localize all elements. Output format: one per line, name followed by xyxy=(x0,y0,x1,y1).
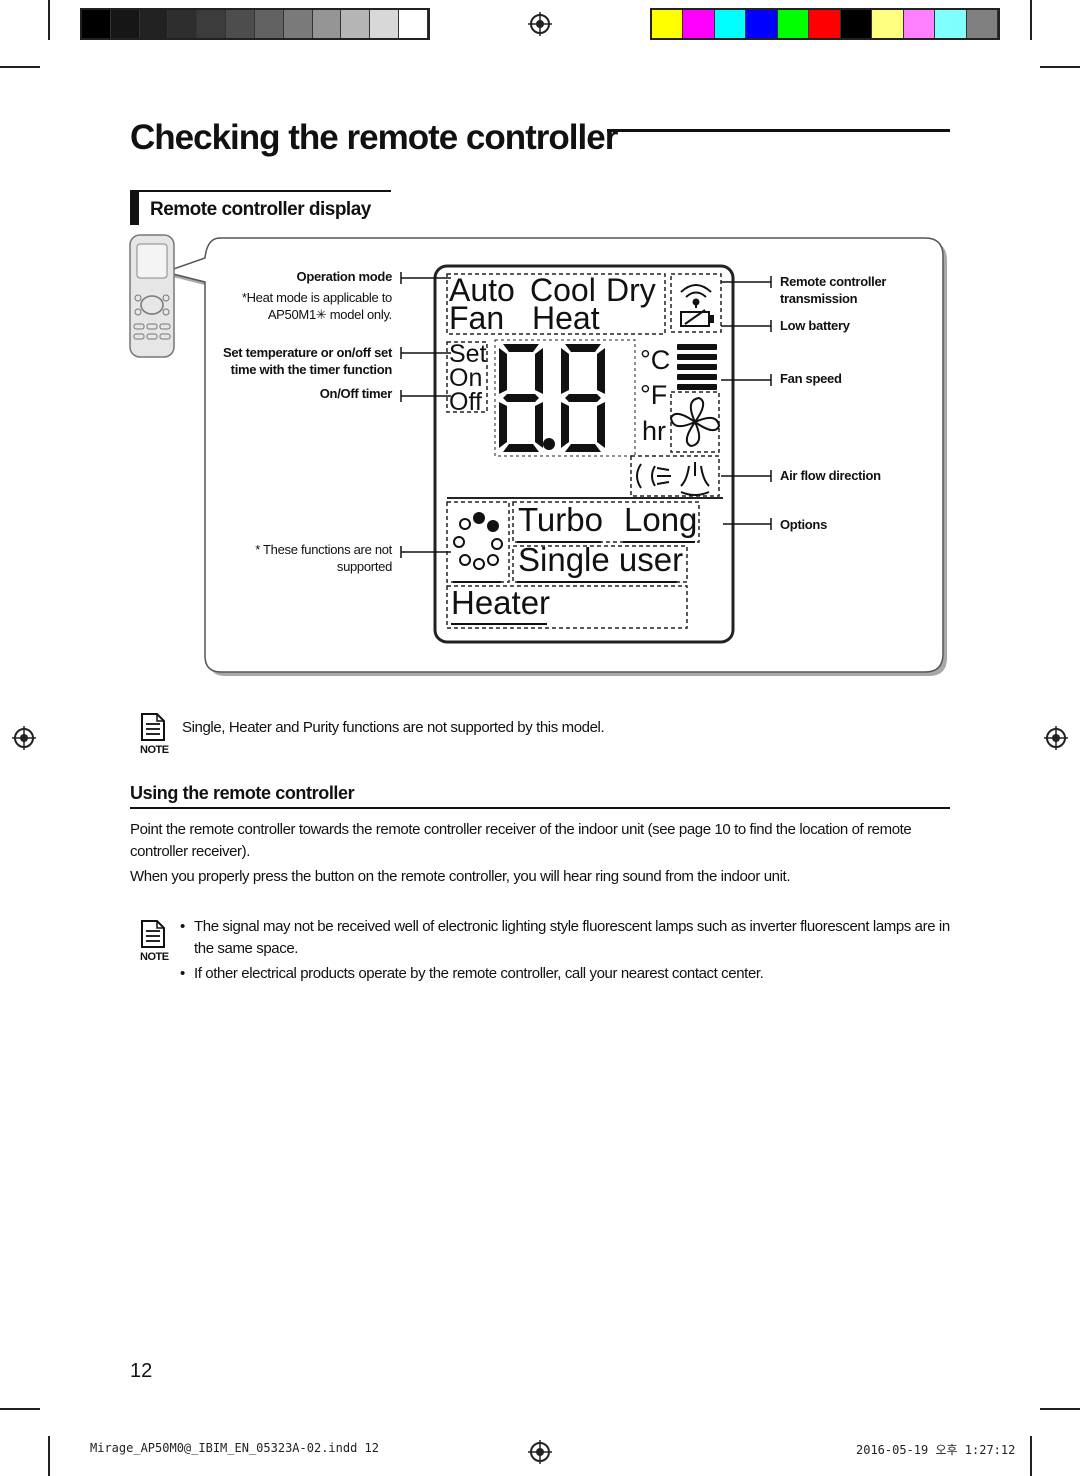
label-low-battery: Low battery xyxy=(780,318,850,333)
note-bullet: • If other electrical products operate b… xyxy=(180,963,950,985)
paragraph: Point the remote controller towards the … xyxy=(130,821,912,860)
subsection-rule xyxy=(130,807,950,809)
color-swatch xyxy=(840,10,873,38)
lcd-off: Off xyxy=(449,388,482,416)
color-swatch xyxy=(652,10,684,38)
label-transmission-2: transmission xyxy=(780,291,858,306)
page-title: Checking the remote controller xyxy=(130,118,618,157)
footer-timestamp: 2016-05-19 오후 1:27:12 xyxy=(856,1443,1016,1457)
registration-mark-icon xyxy=(1044,726,1068,750)
fan-icon xyxy=(669,396,721,448)
label-operation-mode: Operation mode xyxy=(296,269,393,284)
low-battery-icon xyxy=(680,309,714,327)
lcd-mode-fan: Fan xyxy=(449,300,505,336)
note-bullet-text: The signal may not be received well of e… xyxy=(194,918,950,957)
note-label: NOTE xyxy=(140,744,169,756)
label-heat-note-1: *Heat mode is applicable to xyxy=(241,290,392,305)
remote-display-diagram xyxy=(129,234,947,676)
section-title: Remote controller display xyxy=(150,199,371,220)
lcd-turbo: Turbo xyxy=(518,501,603,538)
note-label: NOTE xyxy=(140,951,169,963)
color-swatch xyxy=(809,10,841,38)
registration-mark-icon xyxy=(528,12,552,36)
color-swatch xyxy=(226,10,255,38)
crop-mark xyxy=(1030,0,1032,40)
color-swatch xyxy=(935,10,967,38)
lcd-single-user: Single user xyxy=(518,541,684,578)
color-swatch xyxy=(399,10,428,38)
transmission-icon xyxy=(680,284,712,308)
lcd-mode-auto: Auto xyxy=(449,272,515,308)
lcd-set: Set xyxy=(449,340,487,368)
color-swatch xyxy=(139,10,169,38)
label-options: Options xyxy=(780,517,828,532)
remote-controller-icon xyxy=(129,234,175,358)
note-icon xyxy=(141,713,165,741)
lcd-heater: Heater xyxy=(451,584,551,621)
color-swatch xyxy=(746,10,778,38)
lcd-mode-cool: Cool xyxy=(530,272,596,308)
bullet-icon: • xyxy=(180,918,185,935)
note-icon xyxy=(141,920,165,948)
label-on-off-timer: On/Off timer xyxy=(319,386,393,401)
lcd-mode-heat: Heat xyxy=(532,300,600,336)
lcd-mode-dry: Dry xyxy=(606,272,656,308)
crop-mark xyxy=(0,66,40,68)
color-swatch xyxy=(341,10,371,38)
lcd-celsius: °C xyxy=(640,345,671,375)
section-rule xyxy=(139,190,391,192)
registration-mark-icon xyxy=(12,726,36,750)
lcd-fahrenheit: °F xyxy=(640,380,668,410)
label-set-temp-2: time with the timer function xyxy=(230,362,393,377)
color-swatch xyxy=(82,10,111,38)
lcd-on: On xyxy=(449,364,483,392)
note-bullet-text: If other electrical products operate by … xyxy=(194,965,764,982)
options-dots-icon xyxy=(453,512,503,570)
color-swatch xyxy=(283,10,313,38)
color-swatch xyxy=(254,10,284,38)
crop-mark xyxy=(1030,1436,1032,1476)
color-swatch xyxy=(168,10,198,38)
color-swatch xyxy=(872,10,904,38)
process-color-bar xyxy=(650,8,1000,40)
lcd-long: Long xyxy=(624,501,698,538)
crop-mark xyxy=(1040,66,1080,68)
color-swatch xyxy=(966,10,998,38)
label-fan-speed: Fan speed xyxy=(780,371,842,386)
lcd-hour: hr xyxy=(642,416,667,446)
grayscale-color-bar xyxy=(80,8,430,40)
crop-mark xyxy=(1040,1408,1080,1410)
color-swatch xyxy=(777,10,810,38)
label-unsupported-2: supported xyxy=(336,559,392,574)
color-swatch xyxy=(714,10,747,38)
color-swatch xyxy=(110,10,140,38)
subsection-heading: Using the remote controller xyxy=(130,783,355,803)
seven-segment-digits xyxy=(499,344,605,452)
crop-mark xyxy=(48,1436,50,1476)
color-swatch xyxy=(683,10,715,38)
label-heat-note-2: AP50M1✳ model only. xyxy=(267,307,392,322)
label-set-temp-1: Set temperature or on/off set xyxy=(223,345,392,360)
note-text: Single, Heater and Purity functions are … xyxy=(182,719,605,736)
color-swatch xyxy=(370,10,400,38)
color-swatch xyxy=(312,10,342,38)
label-unsupported-1: * These functions are not xyxy=(255,542,392,557)
crop-mark xyxy=(48,0,50,40)
label-air-flow: Air flow direction xyxy=(780,468,881,483)
fan-speed-icon xyxy=(677,344,717,390)
registration-mark-icon xyxy=(528,1440,552,1464)
footer-file-name: Mirage_AP50M0@_IBIM_EN_05323A-02.indd 12 xyxy=(90,1441,379,1455)
air-flow-direction-icon xyxy=(636,462,710,496)
paragraph: When you properly press the button on th… xyxy=(130,868,791,885)
color-swatch xyxy=(903,10,936,38)
bullet-icon: • xyxy=(180,965,185,982)
page-number: 12 xyxy=(130,1360,153,1382)
note-bullet: • The signal may not be received well of… xyxy=(180,916,950,960)
title-rule xyxy=(607,129,950,132)
section-marker xyxy=(130,190,139,225)
crop-mark xyxy=(0,1408,40,1410)
color-swatch xyxy=(197,10,227,38)
label-transmission-1: Remote controller xyxy=(780,274,887,289)
